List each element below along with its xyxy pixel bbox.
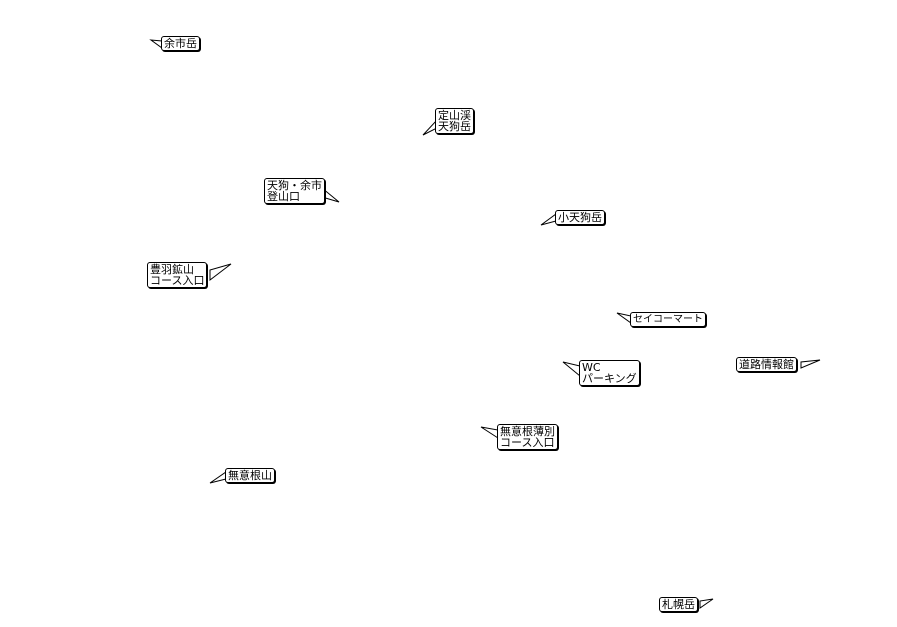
label-line: セイコーマート — [633, 314, 703, 325]
label-tengu-yoichi-tozanguchi[interactable]: 天狗・余市 登山口 — [264, 178, 325, 204]
pointer-michi-joho-kan — [800, 359, 821, 369]
label-wc-parking[interactable]: WC パーキング — [579, 360, 640, 386]
label-line: 小天狗岳 — [558, 211, 602, 224]
pointer-sapporodake — [699, 598, 714, 609]
label-line: 無意根薄別 — [500, 425, 555, 438]
label-sapporodake[interactable]: 札幌岳 — [659, 597, 698, 612]
label-line: 定山渓 — [438, 109, 471, 122]
label-line: コース入口 — [500, 436, 555, 449]
label-line: 無意根山 — [228, 469, 272, 482]
label-line: 豊羽鉱山 — [150, 263, 194, 276]
pointer-muineyama — [209, 471, 227, 484]
pointer-muine-usubetsu — [480, 426, 499, 439]
pointer-toyoha-kouzan — [209, 263, 232, 282]
pointer-seicomart — [616, 312, 632, 324]
label-line: WC — [582, 361, 601, 374]
label-line: コース入口 — [150, 274, 205, 287]
label-kotengudake[interactable]: 小天狗岳 — [555, 210, 605, 225]
label-michi-joho-kan[interactable]: 道路情報館 — [736, 357, 797, 372]
pointer-wc-parking — [562, 361, 581, 378]
label-line: 登山口 — [267, 190, 300, 203]
label-line: 天狗岳 — [438, 120, 471, 133]
pointer-kotengudake — [540, 213, 557, 226]
label-line: 札幌岳 — [662, 598, 695, 611]
label-yoichidake[interactable]: 余市岳 — [161, 36, 200, 51]
label-toyoha-kouzan[interactable]: 豊羽鉱山 コース入口 — [147, 262, 208, 288]
label-line: 天狗・余市 — [267, 179, 322, 192]
label-muine-usubetsu[interactable]: 無意根薄別 コース入口 — [497, 424, 558, 450]
label-jozankei-tengudake[interactable]: 定山渓 天狗岳 — [435, 108, 474, 134]
label-line: 道路情報館 — [739, 358, 794, 371]
label-line: パーキング — [582, 372, 637, 385]
label-seicomart[interactable]: セイコーマート — [630, 312, 706, 327]
label-line: 余市岳 — [164, 37, 197, 50]
label-muineyama[interactable]: 無意根山 — [225, 468, 275, 483]
